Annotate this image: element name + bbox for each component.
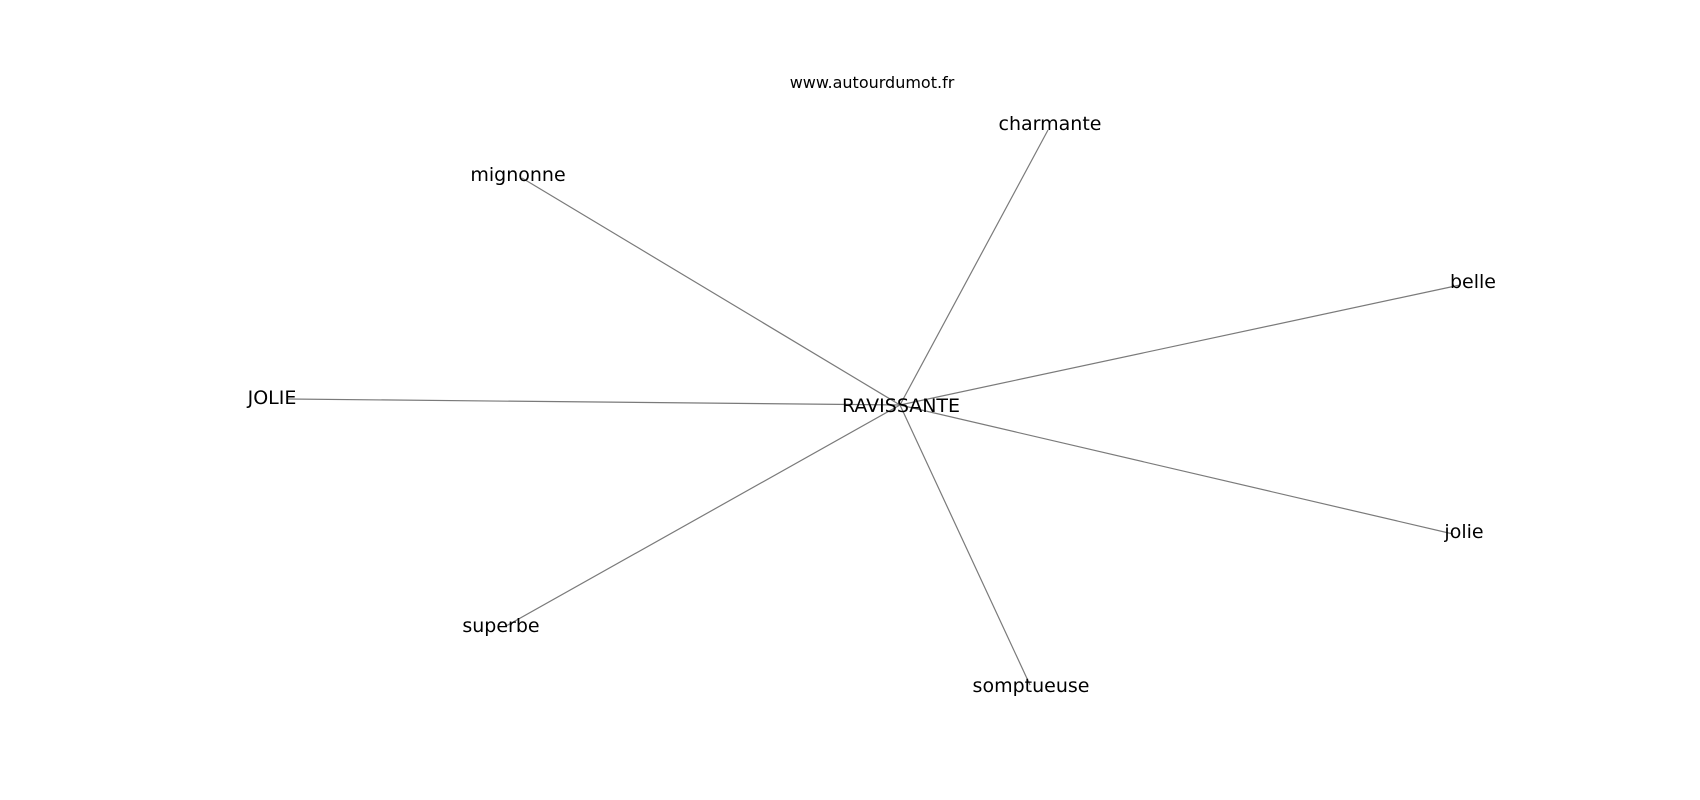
- edges: [287, 129, 1461, 686]
- edge-JOLIE: [287, 398, 901, 406]
- edge-jolie: [899, 404, 1454, 535]
- node-jolie: jolie: [1443, 521, 1483, 543]
- node-belle: belle: [1450, 271, 1496, 293]
- edge-belle: [899, 284, 1461, 406]
- edge-somptueuse: [899, 404, 1031, 686]
- node-charmante: charmante: [999, 113, 1102, 135]
- edge-superbe: [505, 404, 901, 627]
- node-somptueuse: somptueuse: [973, 675, 1090, 697]
- source-url: www.autourdumot.fr: [790, 73, 955, 92]
- edge-charmante: [899, 129, 1049, 406]
- node-JOLIE: JOLIE: [247, 387, 297, 409]
- node-center: RAVISSANTE: [842, 395, 960, 417]
- edge-mignonne: [521, 177, 901, 406]
- node-superbe: superbe: [462, 615, 539, 637]
- labels: www.autourdumot.fr RAVISSANTE charmante …: [247, 73, 1496, 697]
- node-mignonne: mignonne: [470, 164, 565, 186]
